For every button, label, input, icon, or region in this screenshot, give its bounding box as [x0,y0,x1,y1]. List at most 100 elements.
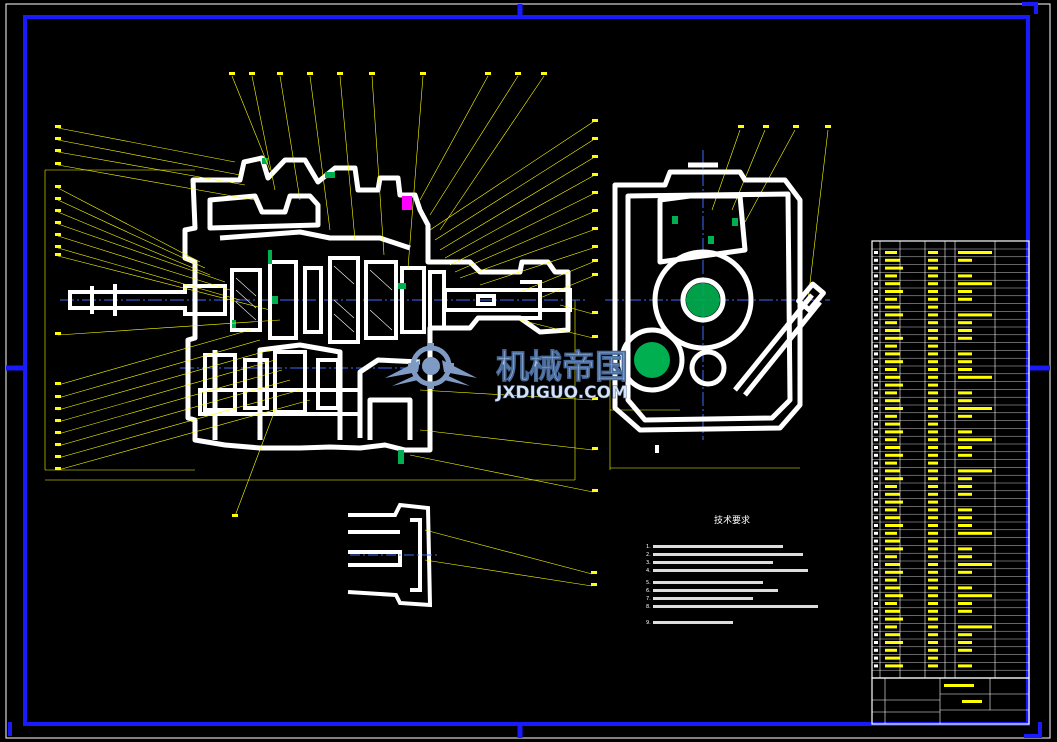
bom-cell-text [928,407,938,410]
bom-cell-text [958,414,972,418]
bom-cell-text [928,368,938,371]
bom-cell-text [885,648,897,652]
bom-cell-text [928,251,938,254]
bom-cell-text [928,461,938,465]
parts-list-table [871,240,1030,679]
bom-cell-text [874,469,878,473]
bom-cell-text [885,555,897,559]
bom-cell-text [928,648,938,652]
bom-cell-text [885,352,900,356]
bom-cell-text [885,360,903,364]
bom-cell-text [874,563,878,566]
bom-cell-text [958,360,972,364]
bom-cell-text [958,446,972,449]
bom-cell-text [958,368,972,371]
bom-cell-text [885,321,897,325]
bom-cell-text [885,290,903,293]
bom-cell-text [928,266,938,270]
bom-cell-text [885,578,897,582]
bom-cell-text [928,539,938,543]
bom-cell-text [885,524,903,527]
bom-cell-text [874,336,878,340]
bom-cell-text [958,570,972,574]
bom-cell-text [885,609,900,613]
bom-cell-text [958,336,972,340]
tech-req-text [653,545,783,548]
bom-cell-text [885,453,903,457]
bom-cell-text [928,438,938,442]
bom-cell-text [885,329,900,332]
bom-cell-text [874,485,878,488]
bom-cell-text [958,594,992,598]
bom-cell-text [958,251,992,254]
bom-cell-text [885,617,903,621]
bom-cell-text [928,297,938,301]
bom-cell-text [958,555,972,559]
bom-cell-text [928,586,938,590]
bom-cell-text [874,321,878,325]
bom-cell-text [885,313,903,317]
bom-cell-text [928,570,938,574]
bom-cell-text [958,641,972,644]
main-section-view [44,72,598,517]
bom-cell-text [874,391,878,395]
bom-cell-text [928,352,938,356]
bom-cell-text [885,344,897,348]
colored-parts [232,158,412,464]
bom-cell-text [885,305,900,309]
bom-cell-text [928,282,938,286]
bom-cell-text [958,375,992,379]
bom-cell-text [885,656,900,660]
bom-cell-text [928,516,938,520]
bom-cell-text [958,531,992,535]
bom-cell-text [885,516,900,520]
bom-cell-text [874,461,878,465]
bom-cell-text [928,274,938,278]
bom-cell-text [874,625,878,629]
tech-req-number: 5. [646,580,651,586]
bom-cell-text [958,485,972,488]
bom-cell-text [885,485,897,488]
bom-cell-text [958,508,972,512]
bom-cell-text [885,258,900,262]
bom-cell-text [928,313,938,317]
bom-cell-text [885,539,900,543]
bom-cell-text [885,274,897,278]
bom-cell-text [885,391,897,395]
bom-cell-text [928,664,938,668]
bom-cell-text [885,625,897,629]
bom-cell-text [928,633,938,637]
bom-cell-text [928,360,938,364]
bom-cell-text [958,547,972,551]
bom-cell-text [958,586,972,590]
bom-cell-text [885,547,903,551]
bom-cell-text [885,641,903,644]
bom-cell-text [958,625,992,629]
bom-cell-text [874,641,878,644]
bom-cell-text [958,453,972,457]
bom-cell-text [928,336,938,340]
tech-req-text [653,553,803,556]
bom-cell-text [958,664,972,668]
bom-cell-text [958,321,972,325]
bom-cell-text [874,648,878,652]
bom-cell-text [928,555,938,559]
bom-cell-text [874,282,878,286]
bom-cell-text [885,586,900,590]
bom-cell-text [874,383,878,387]
bom-cell-text [874,570,878,574]
bom-cell-text [874,555,878,559]
bom-cell-text [928,594,938,598]
tech-req-number: 2. [646,552,651,558]
bom-cell-text [885,594,903,598]
bom-cell-text [885,446,900,449]
bom-cell-text [928,477,938,481]
bom-cell-text [874,617,878,621]
bom-cell-text [874,586,878,590]
bom-cell-text [958,258,972,262]
bom-cell-text [885,633,900,637]
bom-cell-text [928,344,938,348]
bom-cell-text [928,321,938,325]
tech-req-text [653,561,773,564]
bom-cell-text [928,430,938,434]
